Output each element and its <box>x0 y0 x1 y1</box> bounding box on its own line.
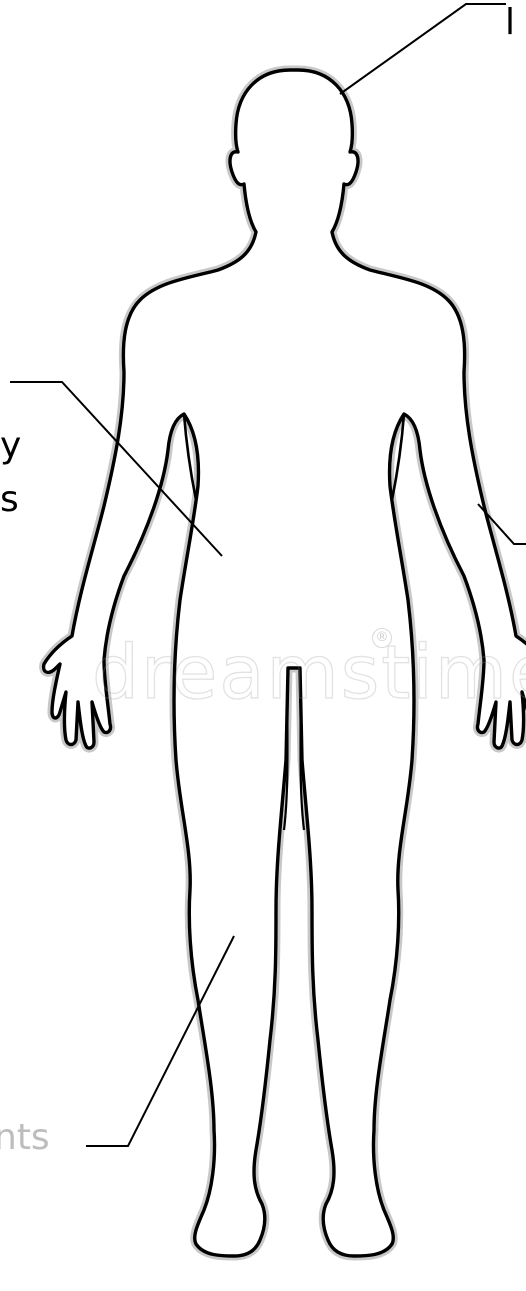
label-top-right: l <box>505 5 515 41</box>
watermark-registered-icon: ® <box>372 628 392 648</box>
watermark: dreamstime <box>92 630 526 716</box>
label-leg: nts <box>0 1120 50 1156</box>
label-torso-line-1: y <box>0 428 21 464</box>
label-torso-line-2: s <box>0 482 19 518</box>
leader-line-head <box>340 4 506 94</box>
